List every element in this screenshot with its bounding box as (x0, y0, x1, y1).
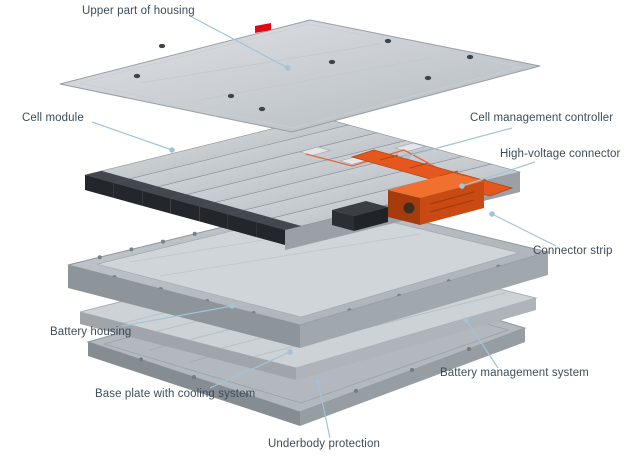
leader-dot-cell-management-controller (405, 153, 411, 159)
label-base-plate: Base plate with cooling system (95, 388, 256, 400)
leader-dot-base-plate (287, 349, 293, 355)
label-battery-management-system: Battery management system (440, 367, 589, 379)
leader-dot-upper-housing (285, 65, 291, 71)
leader-dot-battery-management-system (463, 317, 469, 323)
label-cell-module: Cell module (22, 112, 84, 124)
brand-logo (255, 23, 271, 33)
leader-dot-underbody-protection (315, 379, 321, 385)
part-upper-housing (59, 19, 541, 133)
leader-dot-battery-housing (229, 303, 235, 309)
leader-high-voltage-connector (461, 161, 536, 187)
leader-upper-housing (189, 15, 289, 69)
leader-connector-strip (491, 213, 557, 247)
leader-battery-housing (121, 305, 233, 327)
part-high-voltage-electronics (332, 149, 514, 231)
leader-dot-high-voltage-connector (459, 183, 465, 189)
label-connector-strip: Connector strip (533, 245, 613, 257)
leader-dot-connector-strip (489, 211, 495, 217)
leader-cell-management-controller (407, 127, 513, 157)
label-underbody-protection: Underbody protection (268, 438, 380, 450)
leader-underbody-protection (317, 381, 331, 439)
label-upper-housing: Upper part of housing (82, 5, 195, 17)
label-battery-housing: Battery housing (50, 326, 132, 338)
leader-lines (91, 15, 557, 439)
label-high-voltage-connector: High-voltage connector (500, 148, 621, 160)
leader-battery-management-system (465, 319, 499, 369)
leader-base-plate (209, 351, 291, 389)
part-cell-modules (83, 116, 522, 250)
leader-cell-module (91, 121, 173, 151)
part-battery-housing (67, 199, 550, 348)
leader-dot-cell-module (169, 147, 175, 153)
label-cell-management-controller: Cell management controller (470, 112, 614, 124)
